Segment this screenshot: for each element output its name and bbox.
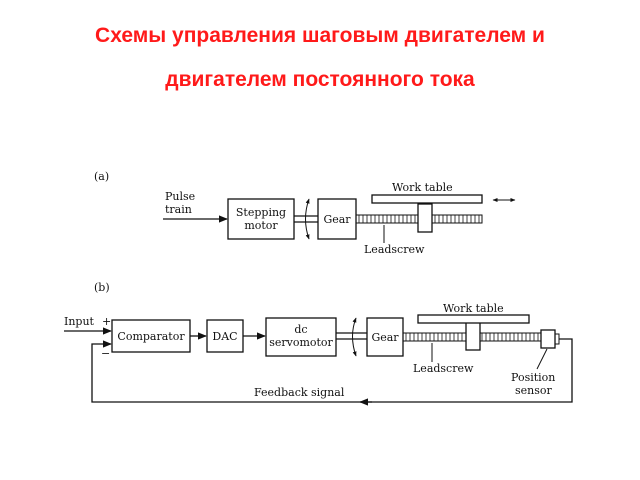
position-sensor-pointer — [536, 348, 548, 370]
dc-servomotor-block — [265, 317, 337, 357]
gear-b-block — [366, 317, 404, 357]
position-sensor-label-2: sensor — [515, 384, 553, 397]
work-table-a — [371, 194, 483, 204]
pulse-train-label-1: Pulse — [165, 190, 195, 203]
plus-sign: + — [102, 315, 111, 328]
comparator-label: Comparator — [117, 330, 185, 343]
stepping-motor-label-2: motor — [244, 219, 278, 232]
stepping-motor-block — [227, 198, 295, 240]
leadscrew-b-threads — [405, 333, 539, 341]
position-sensor-label-1: Position — [511, 371, 555, 384]
leadscrew-b-label: Leadscrew — [413, 362, 474, 375]
leadscrew-a-label: Leadscrew — [364, 243, 425, 256]
diagram-b-label: (b) — [94, 281, 110, 294]
stepping-motor-label-1: Stepping — [236, 206, 286, 219]
feedback-signal-label: Feedback signal — [254, 386, 345, 399]
gear-a-label: Gear — [323, 213, 351, 226]
dc-servomotor-label-2: servomotor — [269, 336, 333, 349]
dc-servomotor-label-1: dc — [294, 323, 307, 336]
leadscrew-a-threads — [358, 215, 480, 223]
comparator-block — [111, 319, 191, 353]
work-table-b-label: Work table — [443, 302, 504, 315]
dac-label: DAC — [212, 330, 237, 343]
dac-block — [206, 319, 244, 353]
rotation-arrow-a — [305, 198, 310, 240]
position-sensor-block — [540, 329, 556, 349]
work-table-b — [417, 314, 530, 324]
gear-a-block — [317, 198, 357, 240]
feedback-loop-line — [91, 338, 573, 403]
slide-title-line-2: двигателем постоянного тока — [165, 68, 475, 91]
diagram-b: (b) Input + − Comparator DAC dc servomot… — [64, 281, 573, 406]
work-table-a-label: Work table — [392, 181, 453, 194]
leadscrew-b-nut — [465, 321, 481, 351]
pulse-train-label-2: train — [165, 203, 192, 216]
minus-sign: − — [101, 347, 110, 360]
slide-title-line-1: Схемы управления шаговым двигателем и — [95, 24, 545, 47]
rotation-arrow-b — [352, 317, 357, 357]
leadscrew-a-nut — [417, 203, 433, 233]
gear-b-label: Gear — [371, 331, 399, 344]
diagram-a: (a) Pulse train Stepping motor Gear Work… — [94, 170, 516, 256]
diagram-a-label: (a) — [94, 170, 109, 183]
input-label: Input — [64, 315, 95, 328]
